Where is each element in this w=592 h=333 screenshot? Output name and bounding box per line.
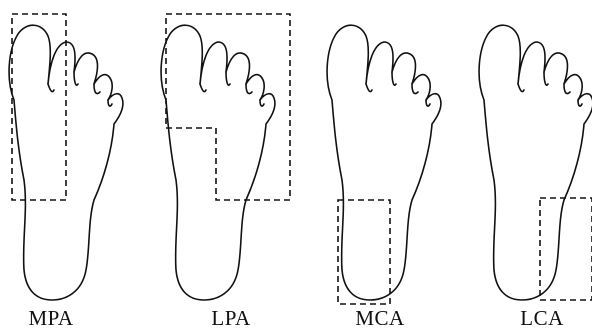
region-box-lca [540,198,592,300]
foot-outline-lpa [161,25,275,300]
panel-label-mpa: MPA [0,306,111,330]
region-box-mca [338,200,390,304]
region-box-mpa [12,14,66,200]
foot-outline-mca [327,25,441,300]
panel-label-lpa: LPA [171,306,291,330]
region-box-lpa [166,14,290,200]
foot-outline-lca [479,25,592,300]
panel-label-lca: LCA [482,306,592,330]
panel-label-mca: MCA [320,306,440,330]
